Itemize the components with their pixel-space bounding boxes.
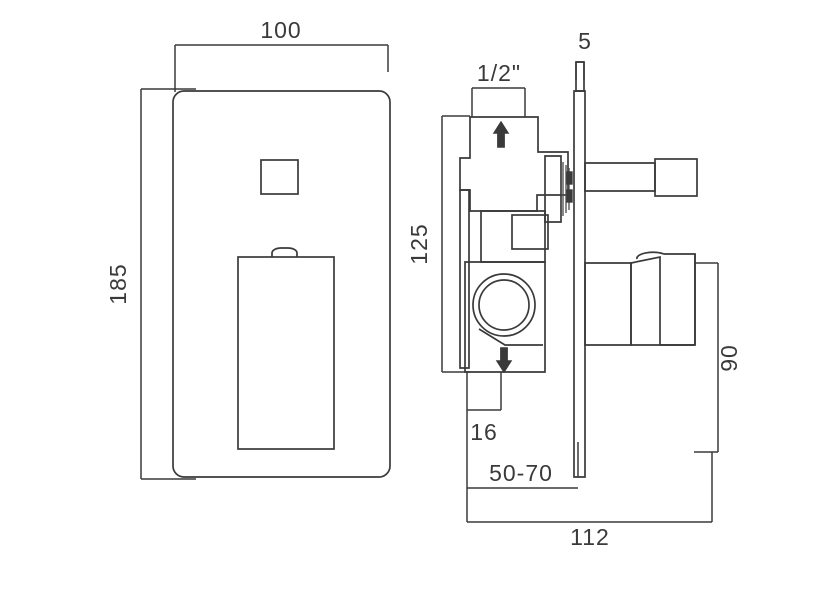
dimension-handle-90: [694, 262, 719, 453]
front-view-group: [172, 90, 391, 478]
escutcheon-plate: [573, 90, 586, 478]
dimension-depth-16: [466, 372, 502, 411]
valve-lower-chamfer: [478, 328, 543, 346]
valve-lower-block: [464, 261, 546, 373]
dim-label-50-70: 50-70: [489, 460, 553, 486]
neck-body: [544, 155, 562, 223]
cartridge-inner-circle: [478, 279, 530, 331]
threaded-neck-group: [544, 155, 573, 223]
dim-label-125: 125: [406, 223, 432, 264]
lever-handle-nub: [271, 247, 298, 257]
dim-label-100: 100: [260, 17, 301, 43]
dimension-half-inch: [471, 87, 526, 117]
lever-angled-face: [630, 255, 661, 346]
dim-label-90: 90: [716, 344, 742, 372]
diverter-knob: [654, 158, 698, 197]
escutcheon-top-stub: [575, 61, 585, 92]
side-view-group: [459, 61, 698, 478]
dimension-total-112: [466, 452, 713, 523]
cartridge-outer-circle: [472, 273, 536, 337]
dimension-width-100: [174, 44, 389, 92]
lever-top-cap: [636, 251, 696, 346]
diverter-spindle-group: [584, 158, 698, 197]
dim-label-5: 5: [578, 28, 592, 54]
valve-mid-block: [480, 210, 546, 263]
arrow-up-icon: [492, 120, 510, 148]
faceplate-outline: [172, 90, 391, 478]
dimension-height-185: [140, 88, 196, 480]
diverter-spindle: [584, 162, 656, 192]
dim-label-185: 185: [105, 263, 131, 304]
dimension-body-125: [441, 115, 470, 373]
lever-base-block: [584, 262, 632, 346]
dimension-range-50-70: [466, 410, 579, 489]
dim-label-16: 16: [470, 419, 498, 445]
dimension-plate-5: [575, 61, 585, 80]
lever-handle-body: [237, 256, 335, 450]
neck-seal-2: [566, 189, 573, 203]
valve-inlet-block: [459, 116, 569, 212]
valve-mid-port: [511, 214, 549, 250]
valve-body-left-wall: [459, 189, 470, 369]
neck-seal-1: [566, 171, 573, 185]
diverter-button: [260, 159, 299, 195]
side-lever-handle-group: [584, 251, 696, 346]
arrow-down-icon: [495, 347, 513, 374]
dim-label-112: 112: [570, 524, 610, 550]
dim-label-half-inch: 1/2": [477, 60, 521, 86]
